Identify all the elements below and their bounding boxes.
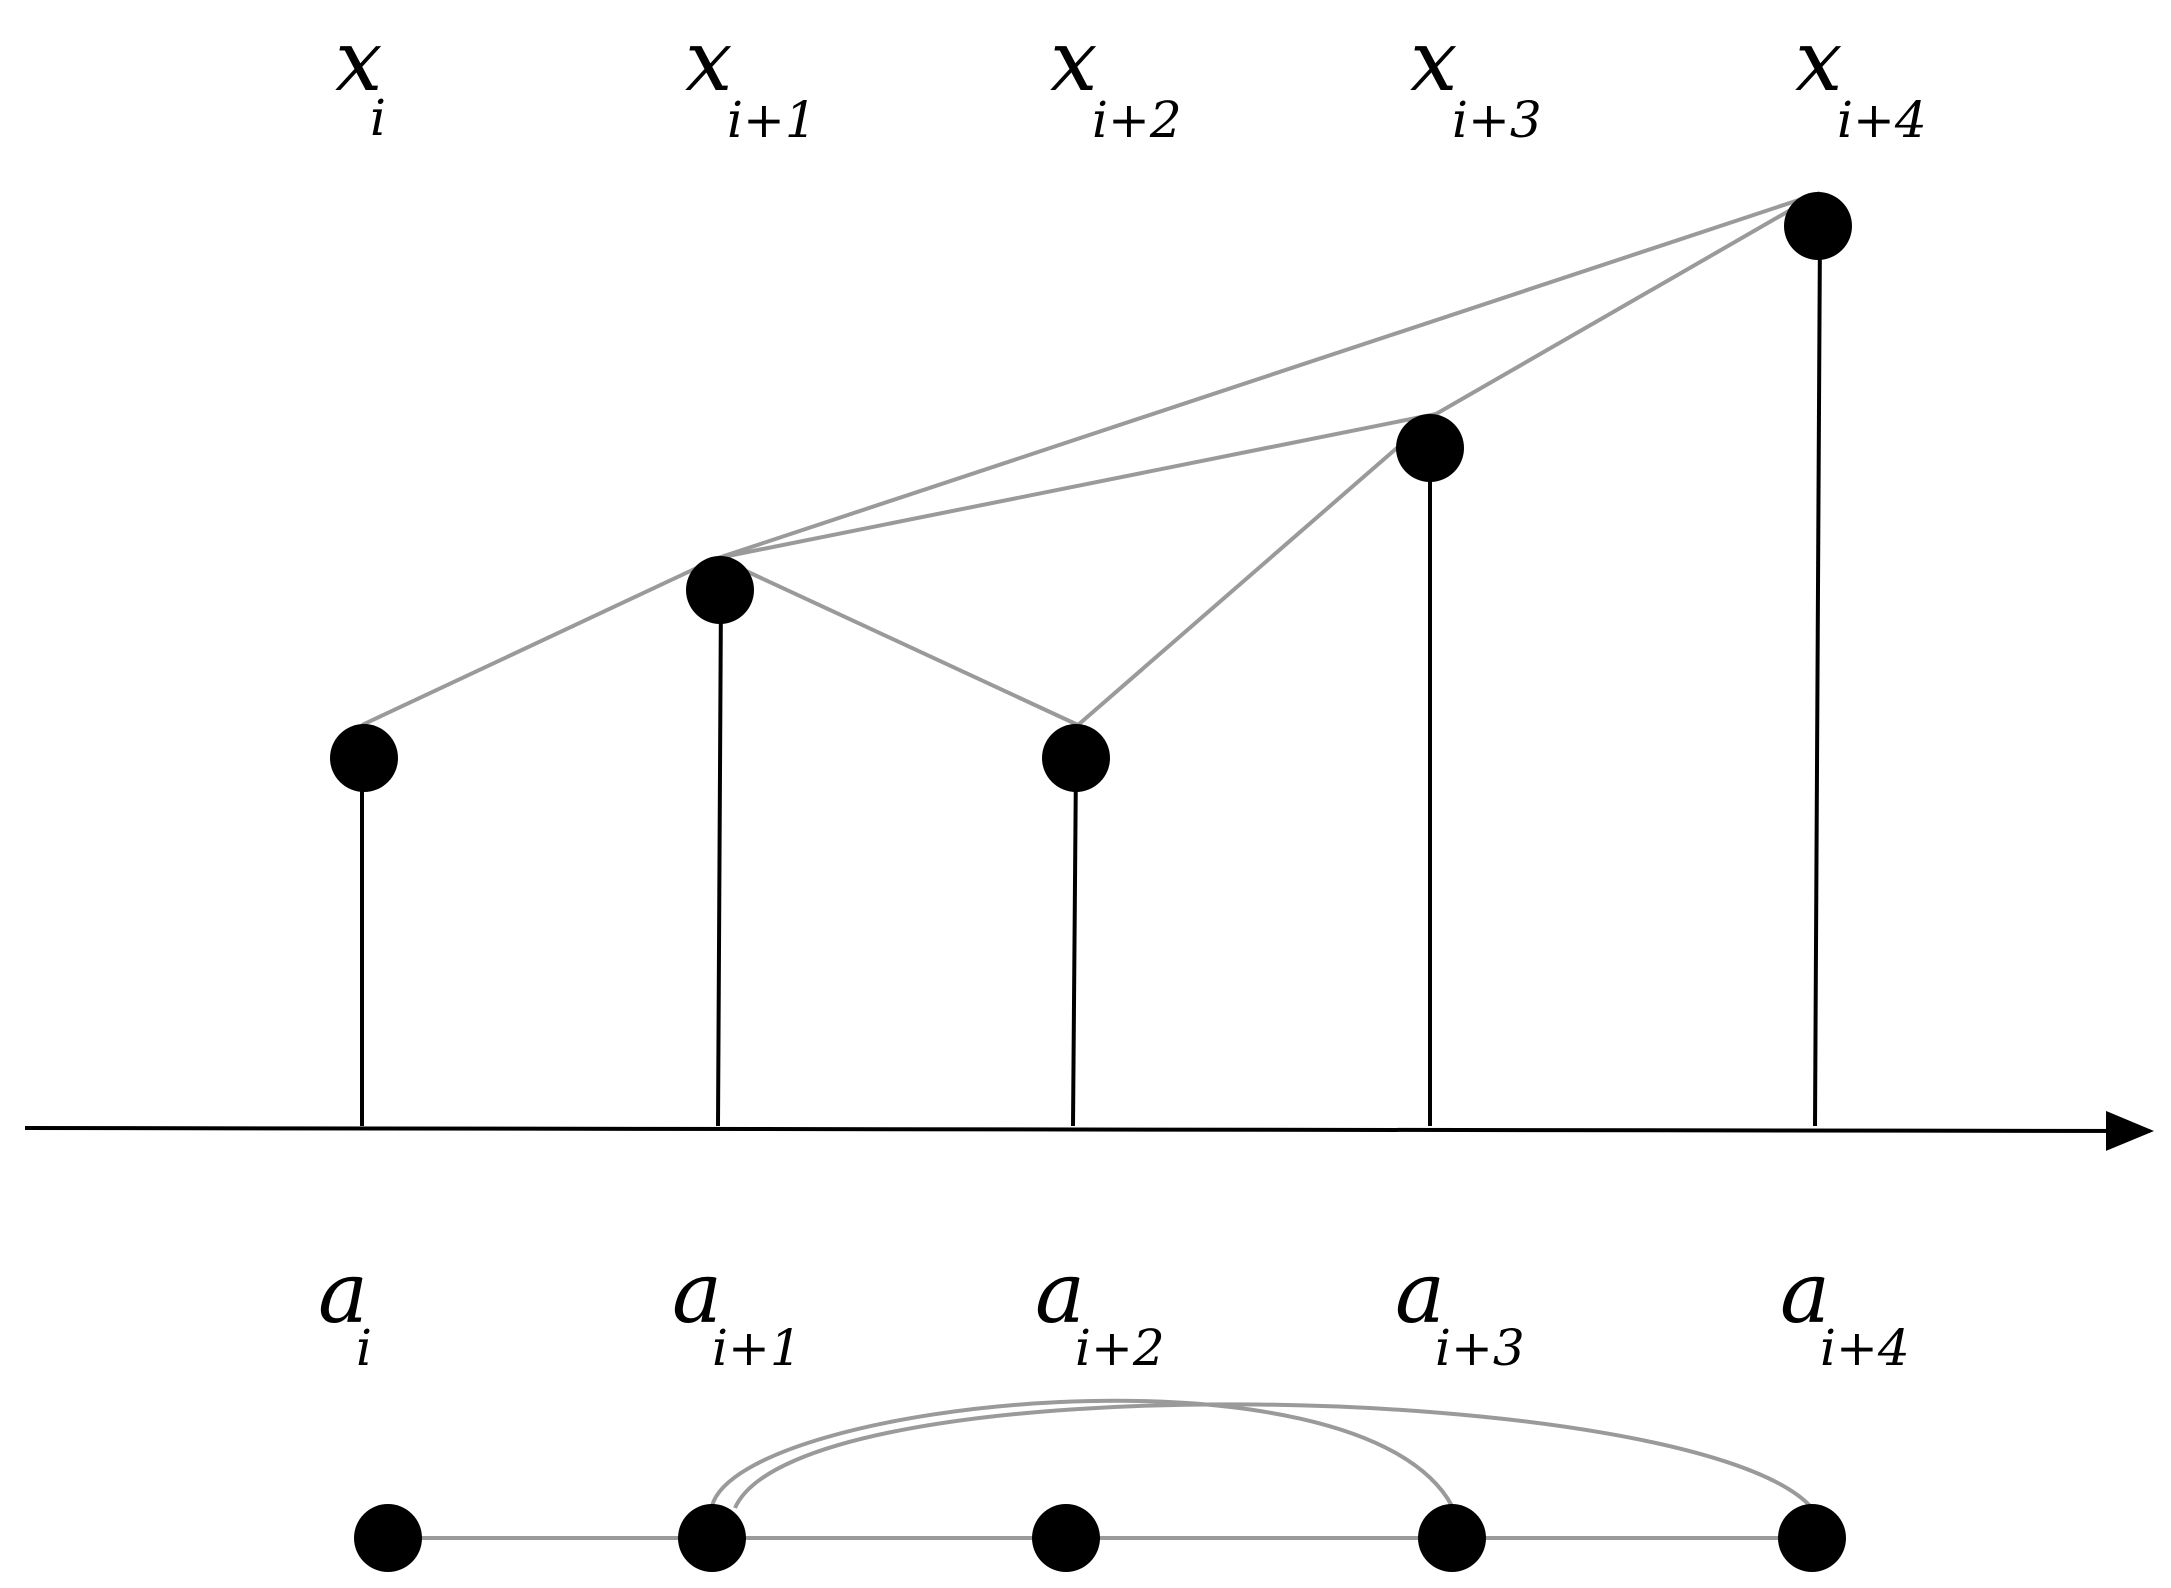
graph-arc-1-4 [733, 1402, 1814, 1510]
a-label-4-subscript: i+4 [1820, 1319, 1910, 1377]
edge-2-3 [1076, 412, 1438, 727]
edge-0-1 [361, 556, 719, 727]
series-nodes [330, 192, 1852, 792]
x-label-4: x [1795, 12, 1842, 110]
x-label-4-subscript: i+4 [1837, 91, 1927, 149]
a-label-3: a [1395, 1244, 1445, 1342]
a-label-0-subscript: i [356, 1319, 372, 1377]
x-labels: x i x i+1 x i+2 x i+3 x i+4 [335, 12, 1927, 149]
x-label-2-subscript: i+2 [1092, 91, 1182, 149]
x-label-0: x [335, 12, 382, 110]
x-label-1-subscript: i+1 [727, 91, 817, 149]
x-label-3: x [1410, 12, 1457, 110]
a-labels: a i a i+1 a i+2 a i+3 a i+4 [318, 1244, 1910, 1377]
a-label-1-subscript: i+1 [712, 1319, 802, 1377]
x-label-1: x [685, 12, 732, 110]
graph-arc-1-3 [710, 1398, 1454, 1507]
graph-node-4 [1778, 1504, 1846, 1572]
series-node-1 [686, 556, 754, 624]
stem-4 [1813, 227, 1822, 1127]
x-label-3-subscript: i+3 [1452, 91, 1542, 149]
graph-edges [388, 1398, 1814, 1540]
time-axis [24, 1110, 2154, 1151]
x-label-2: x [1050, 12, 1097, 110]
edge-3-4 [1435, 191, 1821, 416]
graph-node-0 [354, 1504, 422, 1572]
stems [360, 227, 1822, 1127]
edge-1-2 [717, 556, 1079, 727]
series-node-3 [1396, 414, 1464, 482]
a-label-3-subscript: i+3 [1435, 1319, 1525, 1377]
stem-1 [716, 591, 723, 1127]
a-label-0: a [318, 1244, 368, 1342]
graph-node-2 [1032, 1504, 1100, 1572]
graph-node-1 [678, 1504, 746, 1572]
series-node-2 [1042, 724, 1110, 792]
graph-node-3 [1418, 1504, 1486, 1572]
edge-1-3 [717, 412, 1437, 560]
a-label-1: a [672, 1244, 722, 1342]
x-label-0-subscript: i [370, 89, 386, 147]
visibility-edges [361, 191, 1821, 727]
a-label-2: a [1035, 1244, 1085, 1342]
series-node-4 [1784, 192, 1852, 260]
a-label-4: a [1780, 1244, 1830, 1342]
stem-2 [1071, 759, 1078, 1127]
a-label-2-subscript: i+2 [1075, 1319, 1165, 1377]
edge-1-4 [717, 191, 1821, 560]
graph-nodes [354, 1504, 1846, 1572]
series-node-0 [330, 724, 398, 792]
